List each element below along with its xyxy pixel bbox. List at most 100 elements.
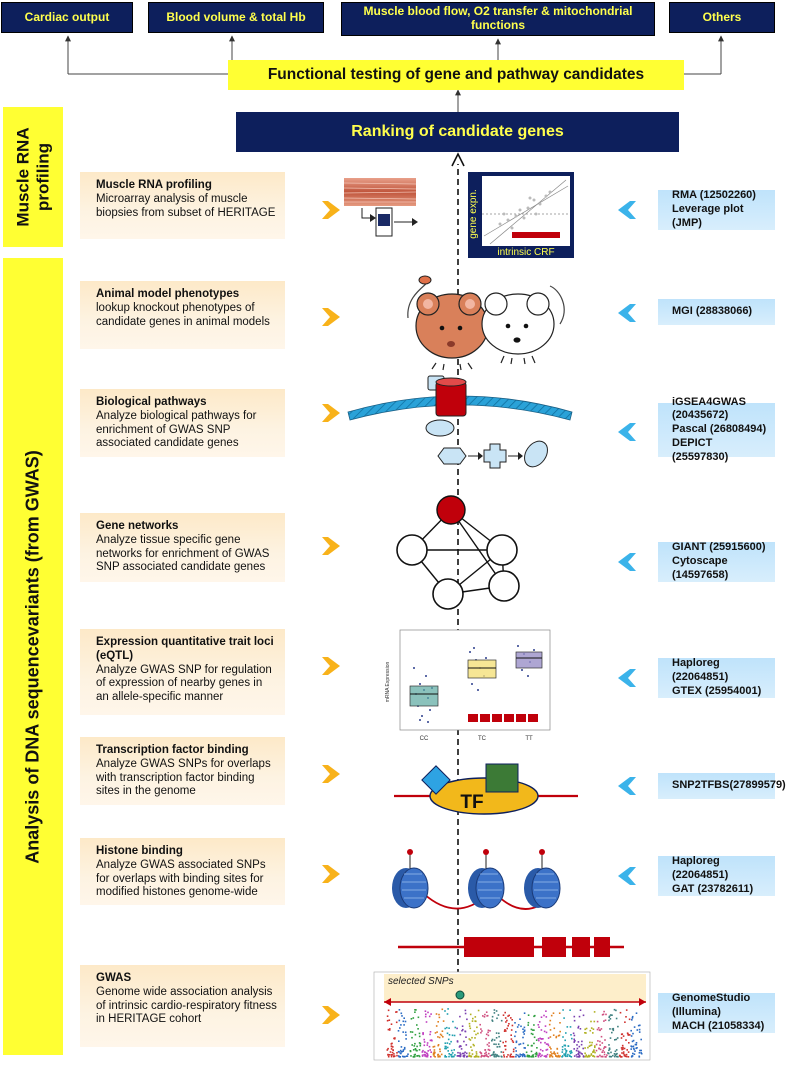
manhattan-point bbox=[390, 1023, 393, 1025]
manhattan-point bbox=[561, 1048, 564, 1051]
manhattan-point bbox=[589, 1041, 591, 1044]
manhattan-point bbox=[624, 1055, 627, 1058]
tool-label: GAT (23782611) bbox=[672, 882, 754, 895]
manhattan-point bbox=[477, 1055, 480, 1058]
manhattan-point bbox=[613, 1053, 616, 1055]
tools-biological-pathways: iGSEA4GWAS (20435672) Pascal (26808494) … bbox=[658, 396, 775, 463]
manhattan-point bbox=[514, 1035, 516, 1038]
manhattan-point bbox=[604, 1046, 607, 1048]
manhattan-point bbox=[614, 1050, 617, 1053]
manhattan-point bbox=[577, 1027, 579, 1029]
manhattan-point bbox=[414, 1033, 417, 1036]
nucleosome-icon bbox=[524, 849, 561, 909]
manhattan-point bbox=[544, 1041, 546, 1044]
manhattan-point bbox=[544, 1056, 547, 1058]
manhattan-point bbox=[600, 1028, 603, 1030]
manhattan-point bbox=[515, 1050, 517, 1052]
manhattan-point bbox=[585, 1027, 588, 1030]
manhattan-point bbox=[396, 1011, 398, 1013]
manhattan-point bbox=[527, 1021, 530, 1024]
manhattan-point bbox=[465, 1044, 468, 1046]
manhattan-point bbox=[489, 1030, 491, 1032]
manhattan-point bbox=[572, 1032, 575, 1035]
manhattan-point bbox=[491, 1054, 493, 1056]
manhattan-point bbox=[535, 1053, 538, 1056]
manhattan-point bbox=[507, 1054, 509, 1056]
manhattan-point bbox=[543, 1014, 545, 1017]
manhattan-point bbox=[398, 1040, 400, 1042]
manhattan-point bbox=[427, 1011, 429, 1014]
manhattan-point bbox=[426, 1044, 429, 1046]
manhattan-point bbox=[493, 1053, 495, 1056]
manhattan-point bbox=[545, 1049, 548, 1051]
manhattan-point bbox=[563, 1053, 565, 1055]
manhattan-point bbox=[487, 1031, 489, 1034]
manhattan-point bbox=[590, 1044, 593, 1046]
manhattan-point bbox=[519, 1043, 522, 1045]
manhattan-point bbox=[416, 1055, 419, 1057]
manhattan-point bbox=[427, 1054, 429, 1056]
manhattan-point bbox=[503, 1054, 505, 1056]
manhattan-point bbox=[614, 1039, 616, 1041]
manhattan-point bbox=[584, 1052, 586, 1055]
manhattan-point bbox=[593, 1050, 595, 1053]
manhattan-point bbox=[636, 1047, 638, 1049]
manhattan-point bbox=[423, 1044, 426, 1047]
manhattan-point bbox=[449, 1053, 452, 1056]
network-node bbox=[432, 578, 464, 610]
manhattan-point bbox=[568, 1054, 571, 1057]
manhattan-point bbox=[502, 1014, 505, 1016]
manhattan-point bbox=[580, 1043, 583, 1046]
manhattan-point bbox=[439, 1050, 441, 1053]
eqtl-red-bars bbox=[468, 714, 538, 722]
manhattan-point bbox=[576, 1056, 578, 1058]
manhattan-point bbox=[537, 1038, 540, 1040]
manhattan-point bbox=[418, 1054, 420, 1057]
manhattan-point bbox=[594, 1046, 596, 1049]
step-description: Microarray analysis of muscle biopsies f… bbox=[96, 192, 276, 219]
manhattan-point bbox=[528, 1054, 531, 1057]
manhattan-point bbox=[632, 1047, 635, 1050]
graphic-gene-structure bbox=[398, 937, 624, 957]
manhattan-point bbox=[565, 1055, 567, 1058]
manhattan-point bbox=[448, 1055, 450, 1058]
manhattan-point bbox=[630, 1048, 632, 1050]
manhattan-point bbox=[469, 1013, 472, 1016]
manhattan-point bbox=[412, 1049, 415, 1051]
manhattan-point bbox=[564, 1048, 566, 1050]
sidebar-dna-analysis: Analysis of DNA sequencevariants (from G… bbox=[3, 258, 63, 1055]
manhattan-point bbox=[622, 1053, 625, 1055]
step-title: Histone binding bbox=[96, 845, 183, 857]
manhattan-point bbox=[540, 1041, 542, 1044]
manhattan-point bbox=[640, 1038, 642, 1041]
manhattan-point bbox=[448, 1027, 450, 1029]
manhattan-point bbox=[460, 1048, 463, 1050]
tool-label: MGI (28838066) bbox=[672, 305, 753, 318]
manhattan-point bbox=[414, 1048, 417, 1050]
ranking-box: Ranking of candidate genes bbox=[236, 112, 679, 152]
manhattan-point bbox=[593, 1055, 596, 1058]
manhattan-point bbox=[522, 1042, 525, 1045]
manhattan-point bbox=[489, 1054, 492, 1057]
manhattan-point bbox=[626, 1049, 628, 1051]
manhattan-point bbox=[523, 1033, 525, 1035]
manhattan-point bbox=[433, 1045, 436, 1048]
manhattan-point bbox=[492, 1051, 495, 1054]
manhattan-point bbox=[399, 1052, 402, 1055]
manhattan-point bbox=[584, 1032, 586, 1034]
manhattan-point bbox=[398, 1009, 401, 1011]
manhattan-point bbox=[510, 1053, 512, 1056]
manhattan-point bbox=[468, 1025, 471, 1027]
manhattan-point bbox=[595, 1049, 598, 1052]
manhattan-point bbox=[488, 1052, 490, 1055]
manhattan-point bbox=[438, 1055, 441, 1057]
manhattan-point bbox=[547, 1037, 550, 1039]
manhattan-point bbox=[409, 1031, 412, 1033]
manhattan-point bbox=[510, 1029, 513, 1031]
manhattan-point bbox=[600, 1055, 603, 1058]
tools-gwas: GenomeStudio (Illumina) MACH (21058334) bbox=[658, 992, 775, 1033]
manhattan-point bbox=[628, 1018, 631, 1021]
manhattan-point bbox=[433, 1055, 435, 1057]
manhattan-point bbox=[619, 1055, 621, 1058]
manhattan-point bbox=[386, 1019, 389, 1022]
